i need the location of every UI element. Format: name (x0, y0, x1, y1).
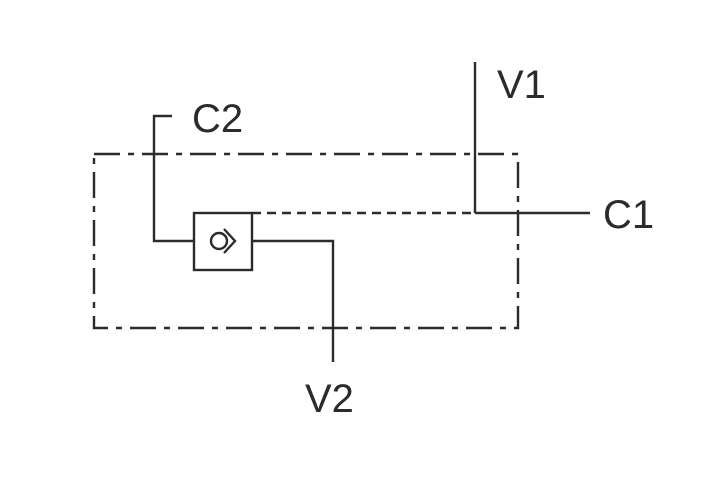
label-v2: V2 (305, 377, 354, 421)
label-c1: C1 (603, 193, 654, 237)
c2-port-line (152, 114, 194, 243)
check-valve-symbol-icon (209, 228, 237, 254)
label-c2: C2 (192, 97, 243, 141)
check-valve-box (192, 211, 254, 272)
valve-body-outline (92, 152, 520, 330)
v2-port-line (252, 239, 335, 362)
label-v1: V1 (497, 63, 546, 107)
